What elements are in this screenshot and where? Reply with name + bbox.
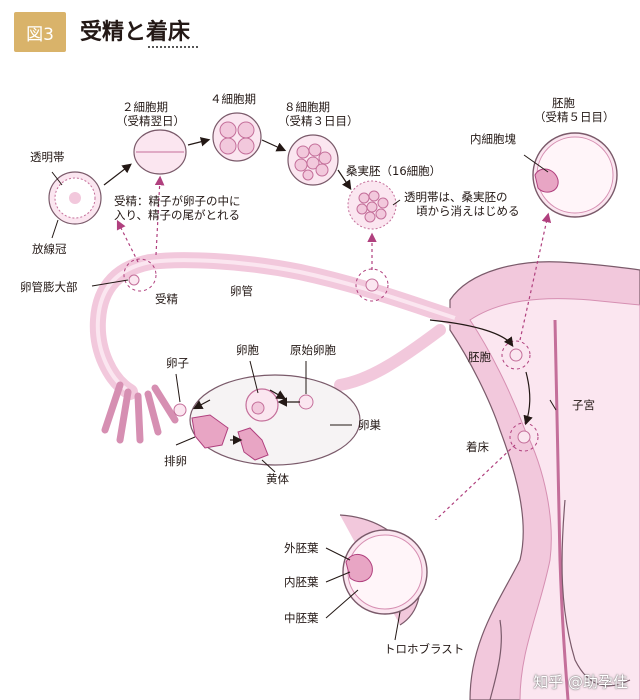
- label-oviduct: 卵管: [230, 284, 253, 298]
- label-two-cell-sub: （受精翌日）: [116, 114, 185, 128]
- label-fertilization: 受精: [155, 292, 178, 306]
- label-zona-note-1: 透明帯は、桑実胚の: [404, 190, 508, 204]
- label-four-cell: ４細胞期: [210, 92, 256, 106]
- label-zona-pellucida: 透明帯: [30, 150, 65, 164]
- label-eight-cell: ８細胞期: [284, 100, 330, 114]
- stage-zona-egg: [48, 171, 102, 225]
- stage-eight-cell: [287, 134, 339, 186]
- label-implantation: 着床: [466, 440, 489, 454]
- label-ovulation: 排卵: [164, 454, 187, 468]
- label-two-cell: ２細胞期: [122, 100, 168, 114]
- label-blastocyst-uterus: 胚胞: [468, 350, 491, 364]
- oviduct-markers: [123, 258, 539, 452]
- watermark: 知乎 @助孕佳: [533, 673, 628, 691]
- oviduct-tube: [89, 252, 463, 444]
- stage-blastocyst: [532, 132, 618, 218]
- label-uterus: 子宮: [572, 398, 595, 412]
- oviduct-cells: [128, 274, 531, 444]
- label-eight-cell-sub: （受精３日目）: [278, 114, 359, 128]
- figure-number-badge: 図3: [14, 12, 66, 52]
- stage-two-cell: [133, 129, 187, 175]
- ovary: [173, 374, 361, 466]
- label-mesoderm: 中胚葉: [284, 611, 319, 625]
- stage-morula: [347, 180, 397, 230]
- page-title: 受精と着床: [80, 20, 191, 45]
- label-egg: 卵子: [166, 356, 189, 370]
- label-ampulla: 卵管膨大部: [20, 280, 78, 294]
- label-blastocyst-sub: （受精５日目）: [534, 110, 615, 124]
- title-underline: [148, 46, 198, 48]
- label-blastocyst: 胚胞: [552, 96, 575, 110]
- stage-four-cell: [212, 112, 262, 162]
- label-inner-cell-mass: 内細胞塊: [470, 132, 516, 146]
- uterus-shape: [449, 261, 640, 700]
- label-primordial-follicle: 原始卵胞: [290, 343, 336, 357]
- label-follicle: 卵胞: [236, 343, 259, 357]
- label-endoderm: 内胚葉: [284, 575, 319, 589]
- label-corona-radiata: 放線冠: [32, 242, 67, 256]
- label-zona-note-2: 頃から消えはじめる: [416, 204, 520, 218]
- flow-arrows: [192, 319, 533, 445]
- label-ovary: 卵巣: [358, 418, 381, 432]
- label-trophoblast: トロホブラスト: [384, 642, 465, 656]
- label-ectoderm: 外胚葉: [284, 541, 319, 555]
- label-morula: 桑実胚（16細胞）: [346, 164, 442, 178]
- leader-lines: [51, 154, 557, 473]
- callout-arrows: [116, 175, 552, 532]
- stage-arrows: [103, 137, 352, 190]
- label-fertilization-note-1: 受精：精子が卵子の中に: [114, 194, 241, 208]
- implantation-inset: [270, 514, 444, 641]
- label-fertilization-note-2: 入り、精子の尾がとれる: [114, 208, 241, 222]
- label-corpus-luteum: 黄体: [266, 472, 289, 486]
